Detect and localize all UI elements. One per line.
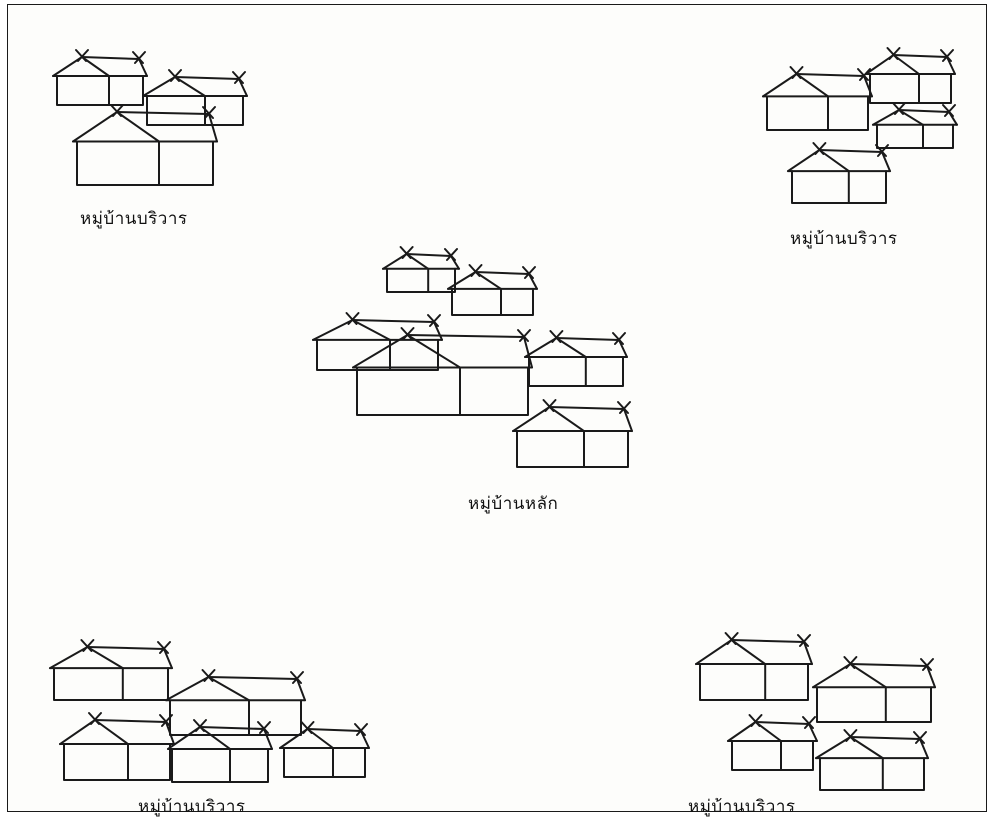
house-icon bbox=[382, 246, 460, 293]
diagram-frame bbox=[7, 4, 987, 812]
house-icon bbox=[787, 142, 891, 204]
house-icon bbox=[447, 264, 538, 316]
satellite-village-label-top-left: หมู่บ้านบริวาร bbox=[80, 209, 188, 229]
house-cluster-bottom-right bbox=[695, 632, 936, 791]
house-cluster-center bbox=[312, 246, 633, 468]
house-icon bbox=[815, 729, 929, 791]
house-icon bbox=[812, 656, 936, 723]
house-cluster-top-left bbox=[52, 49, 248, 186]
satellite-village-label-top-right: หมู่บ้านบริวาร bbox=[790, 229, 898, 249]
house-icon bbox=[72, 104, 218, 186]
house-icon bbox=[762, 66, 873, 131]
house-icon bbox=[279, 721, 370, 778]
house-icon bbox=[165, 669, 306, 736]
house-icon bbox=[865, 47, 956, 104]
house-icon bbox=[59, 712, 175, 781]
house-cluster-bottom-left bbox=[49, 639, 370, 783]
house-icon bbox=[512, 399, 633, 468]
house-icon bbox=[727, 714, 818, 771]
house-icon bbox=[312, 312, 443, 371]
house-icon bbox=[49, 639, 173, 701]
main-village-label: หมู่บ้านหลัก bbox=[468, 494, 559, 514]
house-cluster-top-right bbox=[762, 47, 958, 204]
house-icon bbox=[695, 632, 813, 701]
house-icon bbox=[167, 719, 273, 783]
house-icon bbox=[52, 49, 148, 106]
house-icon bbox=[142, 69, 248, 126]
house-icon bbox=[872, 102, 958, 149]
satellite-village-label-bottom-left: หมู่บ้านบริวาร bbox=[138, 797, 246, 817]
house-icon bbox=[524, 330, 628, 387]
house-icon bbox=[352, 327, 533, 416]
satellite-village-label-bottom-right: หมู่บ้านบริวาร bbox=[688, 797, 796, 817]
